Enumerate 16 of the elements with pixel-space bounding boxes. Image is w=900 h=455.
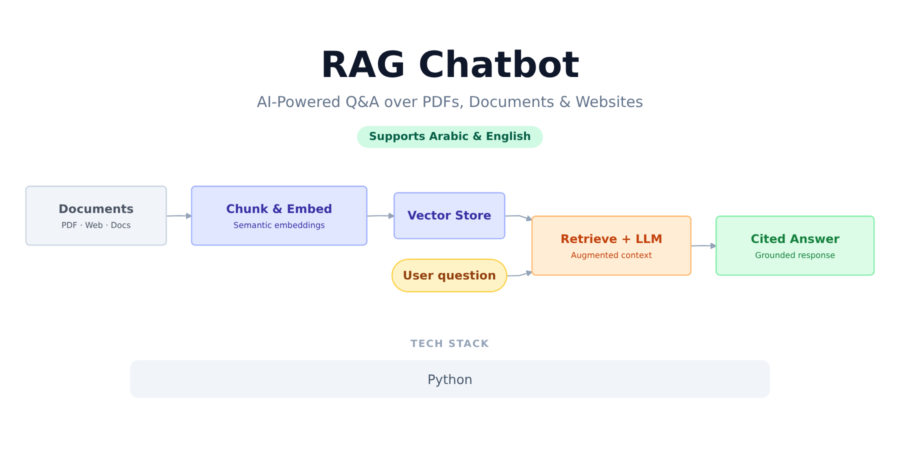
subtitle: AI-Powered Q&A over PDFs, Documents & Websites bbox=[256, 92, 644, 112]
process-box: Vector Store bbox=[394, 192, 506, 240]
arrow bbox=[505, 215, 533, 222]
title: RAG Chatbot bbox=[320, 44, 580, 88]
process-box: Chunk & Embed Semantic embeddings bbox=[191, 186, 368, 246]
process-box: Documents PDF · Web · Docs bbox=[25, 186, 167, 246]
arrow bbox=[507, 270, 533, 277]
arrow bbox=[367, 212, 395, 220]
section-heading: TECH STACK bbox=[410, 338, 490, 352]
arrow bbox=[166, 212, 192, 220]
tech-name: Python bbox=[427, 373, 473, 388]
process-box: Cited Answer Grounded response bbox=[716, 216, 875, 276]
question-pill: User question bbox=[392, 258, 508, 292]
language-badge: Supports Arabic & English bbox=[356, 126, 544, 148]
arrow bbox=[691, 242, 717, 250]
process-box: Retrieve + LLM Augmented context bbox=[531, 216, 692, 276]
